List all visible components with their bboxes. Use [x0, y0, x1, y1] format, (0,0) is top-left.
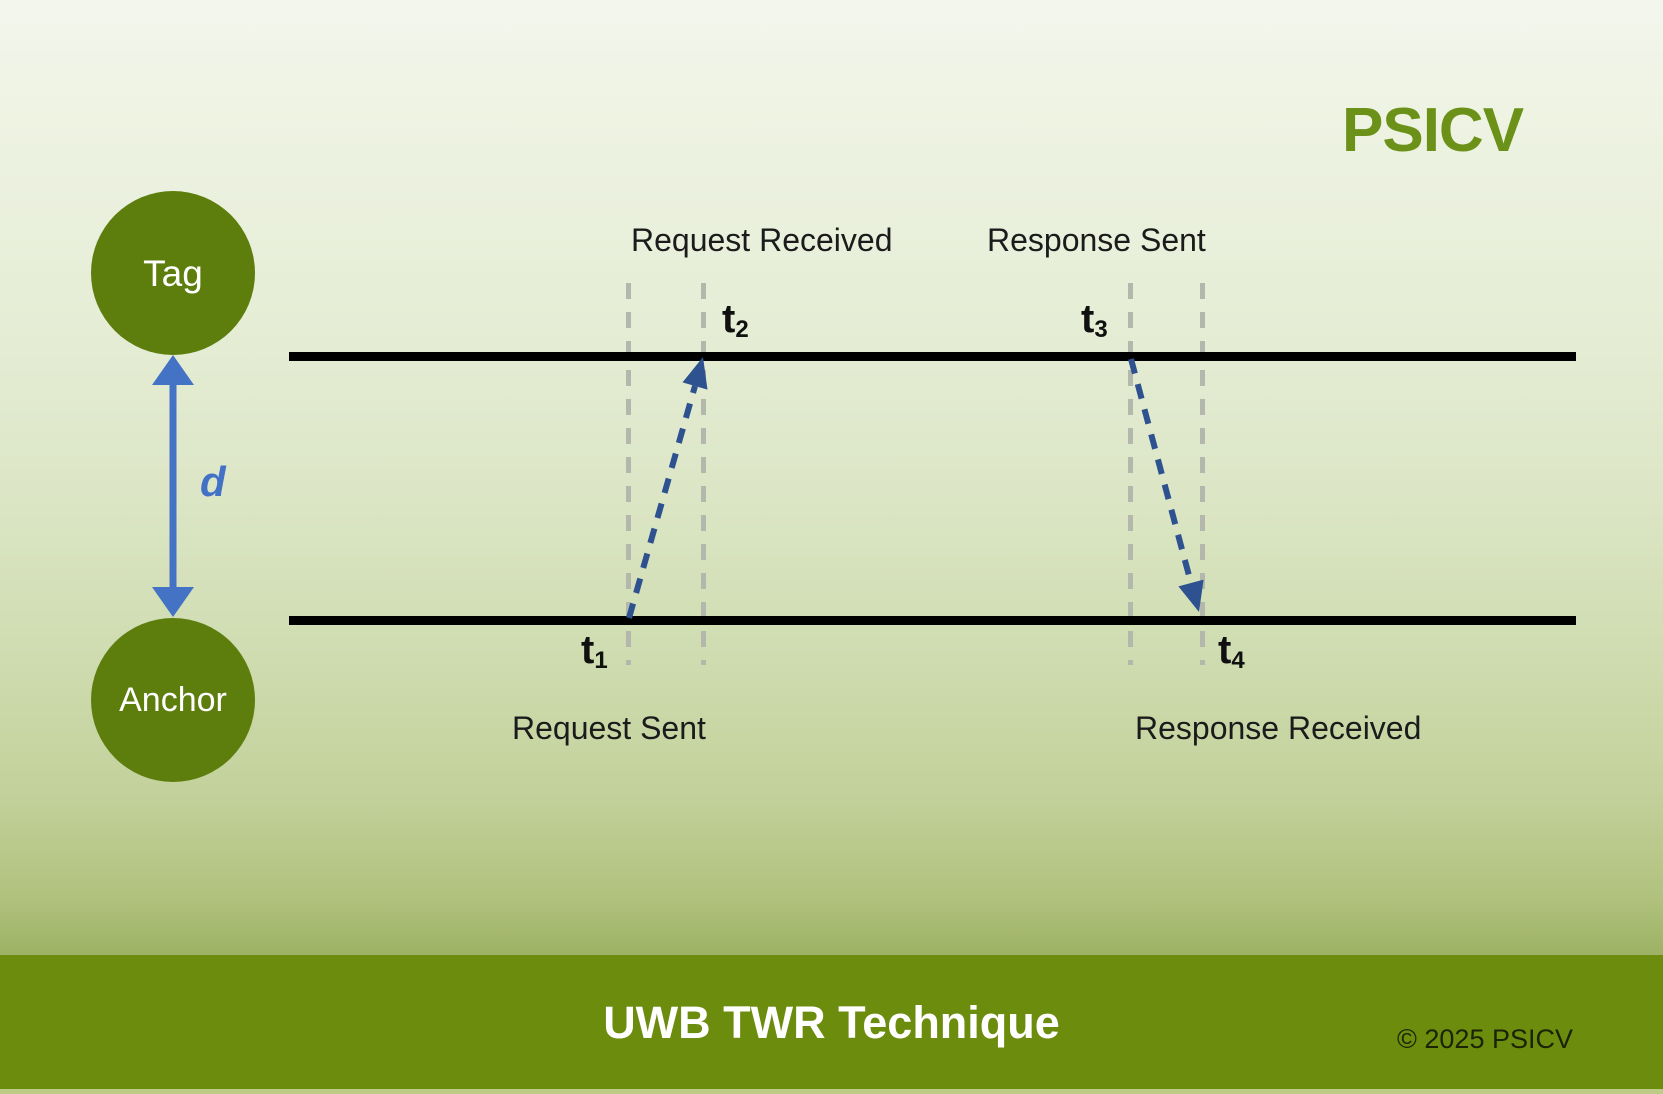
timestamp-t2-label: t2: [722, 297, 749, 342]
tag-node: Tag: [91, 191, 255, 355]
footer-bottom-strip: [0, 1089, 1663, 1094]
distance-arrow-up-head-icon: [152, 355, 194, 385]
timestamp-t3-label: t3: [1081, 297, 1108, 342]
response-sent-label: Response Sent: [987, 222, 1206, 258]
timestamp-t3-base: t: [1081, 297, 1095, 341]
psicv-logo: PSICV: [1342, 96, 1524, 165]
copyright-text: © 2025 PSICV: [1397, 1024, 1573, 1054]
request-sent-label: Request Sent: [512, 710, 706, 746]
anchor-node: Anchor: [91, 618, 255, 782]
timestamp-t4-label: t4: [1218, 628, 1245, 673]
timestamp-t2-base: t: [722, 297, 736, 341]
request-received-label: Request Received: [631, 222, 893, 258]
distance-arrow-down-head-icon: [152, 587, 194, 617]
distance-label: d: [200, 458, 226, 505]
timestamp-t1-label: t1: [581, 628, 608, 673]
timestamp-t3-sub: 3: [1094, 316, 1108, 344]
timestamp-t1-sub: 1: [594, 647, 608, 675]
timestamp-t4-base: t: [1218, 628, 1232, 672]
response-arrow-head-icon: [1178, 579, 1204, 612]
footer-bar: UWB TWR Technique: [0, 955, 1663, 1089]
footer-title: UWB TWR Technique: [603, 996, 1060, 1048]
timestamp-t4-sub: 4: [1231, 647, 1245, 675]
timestamp-t1-base: t: [581, 628, 595, 672]
request-arrow-shaft: [626, 385, 698, 619]
request-arrow-head-icon: [682, 357, 708, 390]
response-received-label: Response Received: [1135, 710, 1422, 746]
response-arrow-shaft: [1128, 358, 1194, 584]
tag-node-label: Tag: [143, 252, 203, 294]
timestamp-t2-sub: 2: [735, 316, 749, 344]
anchor-node-label: Anchor: [119, 681, 227, 719]
